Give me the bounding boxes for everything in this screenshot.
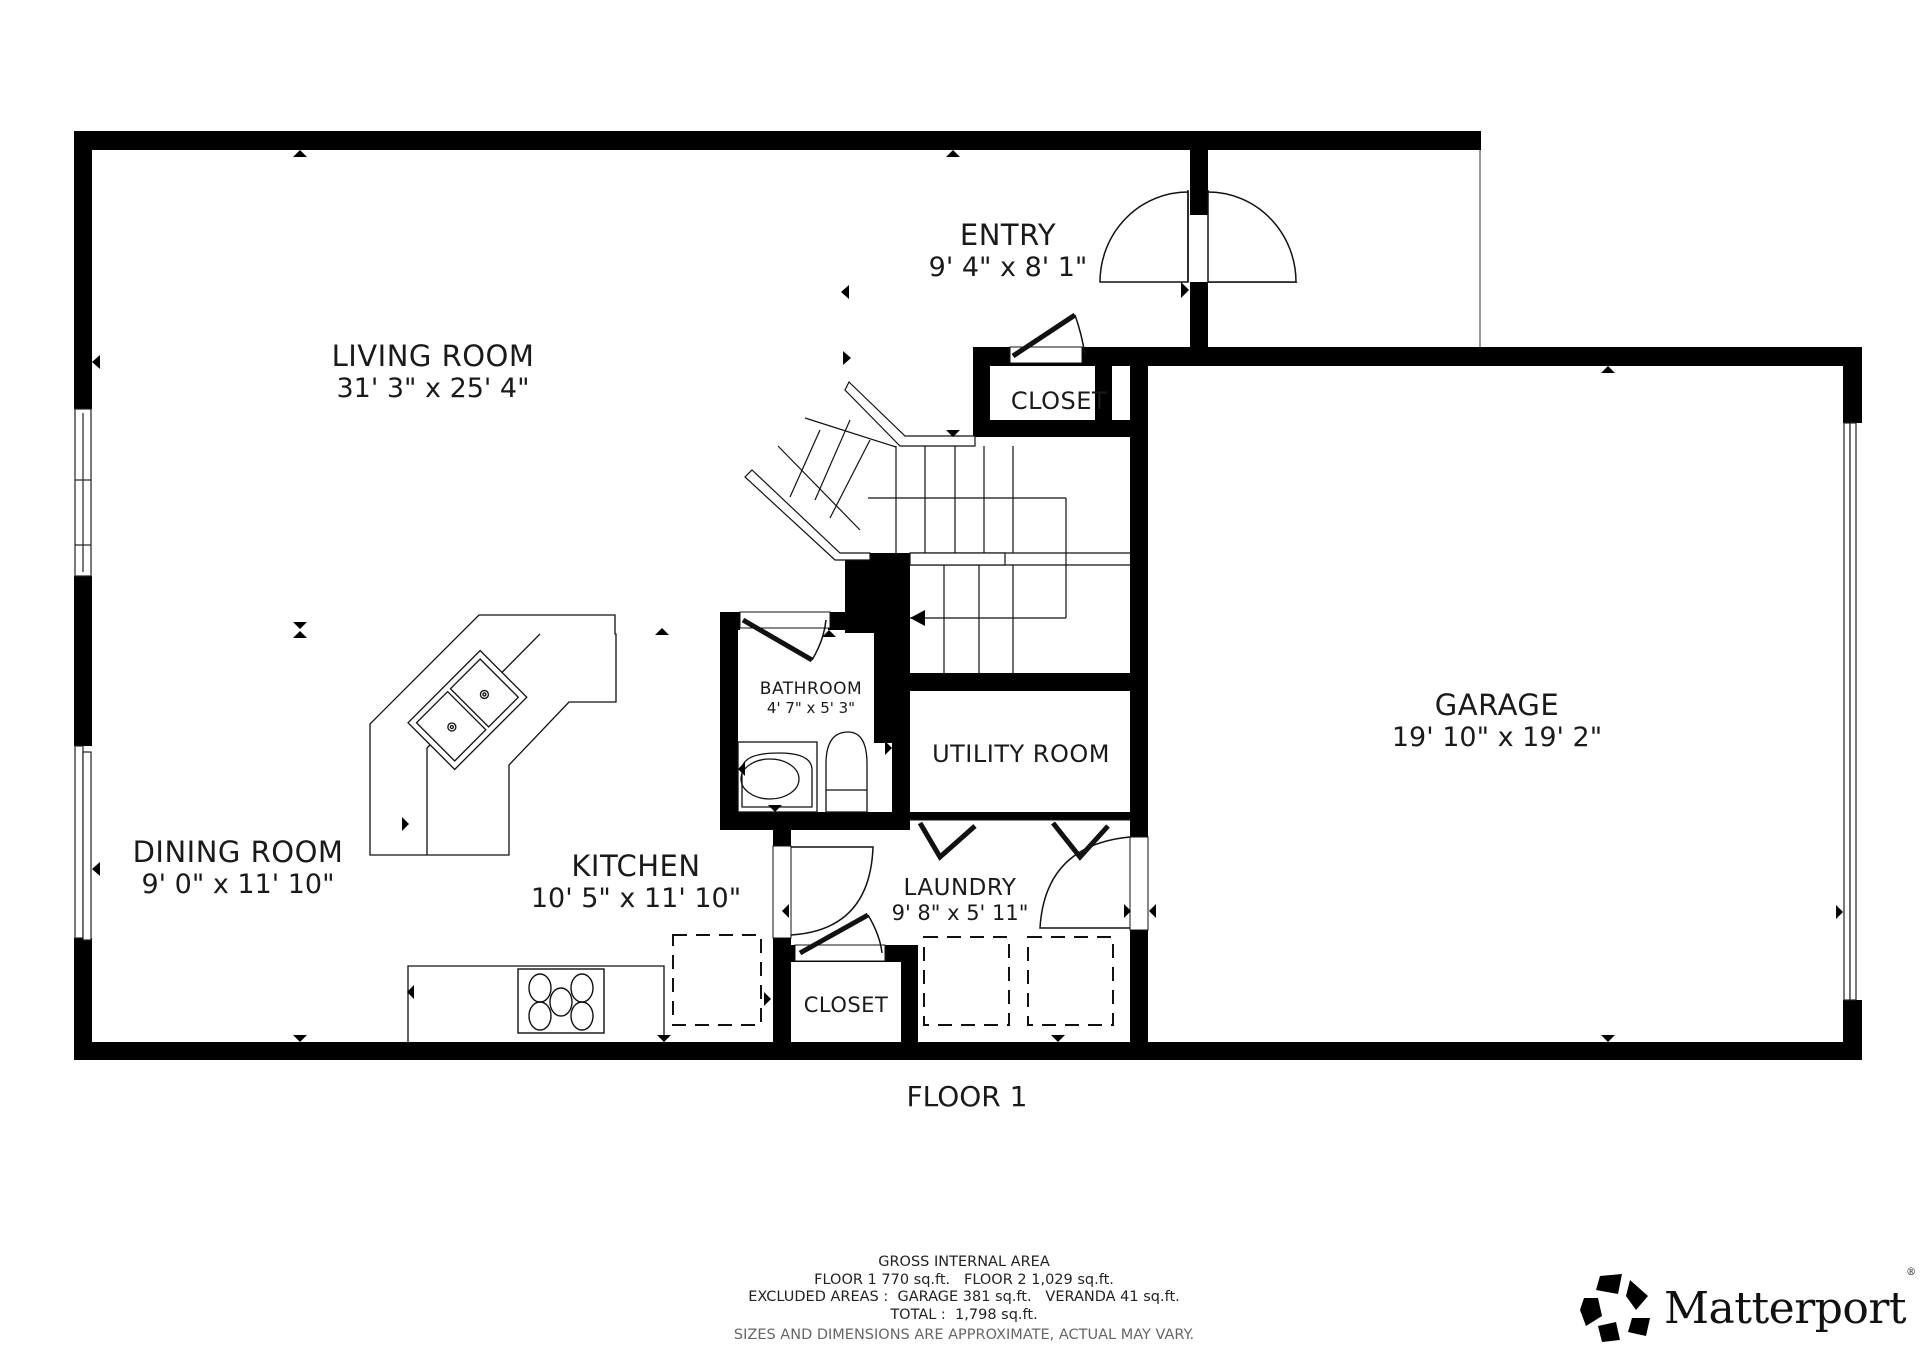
dryer-space (1027, 936, 1114, 1026)
room-dimensions: 9' 4" x 8' 1" (928, 252, 1088, 284)
room-name: UTILITY ROOM (932, 740, 1110, 768)
room-living-room: LIVING ROOM 31' 3" x 25' 4" (331, 339, 535, 405)
room-name: LIVING ROOM (331, 339, 535, 373)
room-dining-room: DINING ROOM 9' 0" x 11' 10" (132, 835, 344, 901)
doors (739, 190, 1298, 962)
brand-text: Matterport (1664, 1282, 1907, 1334)
bathroom-fixtures (737, 731, 868, 813)
cooktop-icon (517, 968, 605, 1034)
room-dimensions: 9' 0" x 11' 10" (141, 869, 335, 901)
exterior-walls (74, 131, 1862, 1060)
room-entry: ENTRY 9' 4" x 8' 1" (928, 218, 1088, 284)
room-dimensions: 31' 3" x 25' 4" (336, 373, 530, 405)
room-dimensions: 10' 5" x 11' 10" (530, 883, 742, 915)
brand-name: Matterport ® (1664, 1267, 1916, 1334)
kitchen-island (369, 614, 617, 856)
room-utility-room: UTILITY ROOM (932, 740, 1110, 769)
room-name: BATHROOM (759, 679, 863, 699)
registered-mark: ® (1906, 1266, 1916, 1278)
area-floors: FLOOR 1 770 sq.ft. FLOOR 2 1,029 sq.ft. (814, 1271, 1114, 1288)
appliance-spaces (672, 934, 1114, 1026)
kitchen-counter (407, 965, 665, 1042)
area-summary: GROSS INTERNAL AREA FLOOR 1 770 sq.ft. F… (734, 1254, 1194, 1345)
room-bathroom: BATHROOM 4' 7" x 5' 3" (759, 679, 863, 717)
matterport-logo: Matterport ® (1580, 1267, 1916, 1342)
area-excluded: EXCLUDED AREAS : GARAGE 381 sq.ft. VERAN… (748, 1289, 1180, 1305)
room-name: ENTRY (959, 218, 1057, 252)
room-name: CLOSET (803, 993, 889, 1017)
room-name: DINING ROOM (132, 835, 344, 869)
room-dimensions: 4' 7" x 5' 3" (766, 698, 856, 717)
refrigerator-space (672, 934, 762, 1026)
measurement-markers (92, 150, 1843, 1042)
area-disclaimer: SIZES AND DIMENSIONS ARE APPROXIMATE, AC… (733, 1327, 1195, 1343)
bathtub-icon (737, 741, 818, 813)
room-dimensions: 19' 10" x 19' 2" (1391, 722, 1603, 754)
room-closet-entry: CLOSET (1010, 387, 1108, 416)
room-kitchen: KITCHEN 10' 5" x 11' 10" (530, 849, 742, 915)
floor-label: FLOOR 1 (906, 1080, 1028, 1113)
stair-direction-arrow-icon (910, 610, 925, 626)
stairs (744, 381, 1130, 673)
washer-space (923, 936, 1010, 1026)
windows (74, 408, 1857, 1001)
room-laundry: LAUNDRY 9' 8" x 5' 11" (892, 875, 1029, 926)
room-garage: GARAGE 19' 10" x 19' 2" (1391, 688, 1603, 754)
room-name: GARAGE (1434, 688, 1560, 722)
room-dimensions: 9' 8" x 5' 11" (891, 901, 1029, 926)
matterport-logo-icon (1580, 1274, 1650, 1342)
area-title: GROSS INTERNAL AREA (878, 1254, 1050, 1270)
room-name: LAUNDRY (903, 875, 1017, 901)
area-total: TOTAL : 1,798 sq.ft. (890, 1306, 1038, 1323)
room-name: KITCHEN (571, 849, 701, 883)
room-name: CLOSET (1010, 387, 1108, 415)
room-closet-laundry: CLOSET (804, 993, 889, 1017)
toilet-icon (825, 731, 868, 813)
